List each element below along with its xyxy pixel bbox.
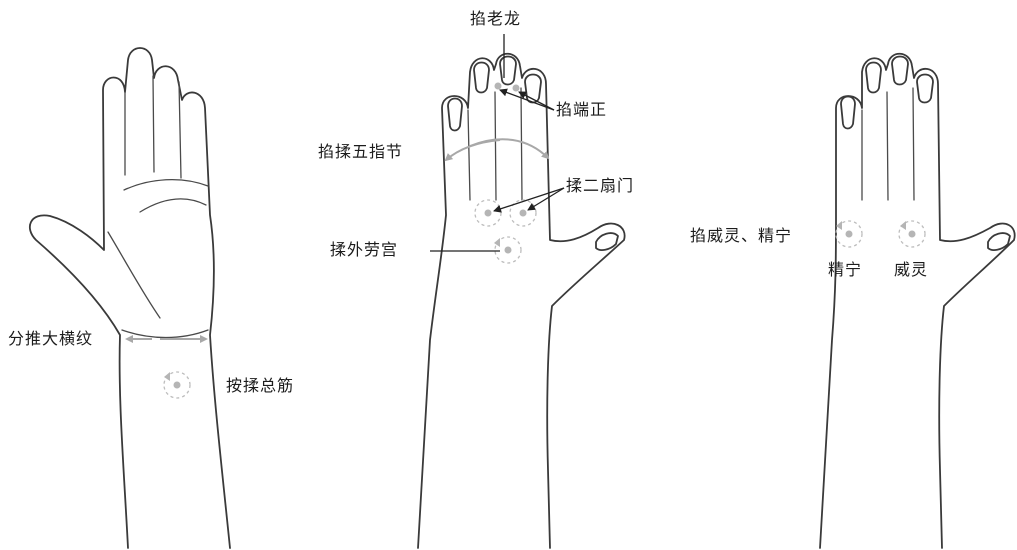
label-pinch-duanzheng: 掐端正 — [556, 100, 608, 119]
label-knead-wailaogong: 揉外劳宫 — [330, 240, 399, 259]
label-pinch-weiling-jingning: 掐威灵、精宁 — [690, 226, 793, 245]
label-pinch-knead-five-finger-joints: 掐揉五指节 — [318, 142, 404, 161]
right-hand-back — [819, 52, 1016, 549]
label-press-knead-zongjin: 按揉总筋 — [226, 376, 295, 395]
label-wrist-crease-push: 分推大横纹 — [8, 329, 94, 348]
right-hand-outline — [819, 52, 1016, 549]
label-knead-ershanmen: 揉二扇门 — [566, 176, 635, 195]
label-jingning: 精宁 — [828, 260, 863, 279]
middle-hand-back — [417, 34, 626, 549]
middle-hand-outline — [417, 52, 626, 549]
label-pinch-laolong: 掐老龙 — [470, 9, 522, 28]
label-weiling: 威灵 — [894, 260, 929, 279]
left-hand-outline — [28, 47, 231, 549]
left-hand-palm — [28, 47, 231, 549]
